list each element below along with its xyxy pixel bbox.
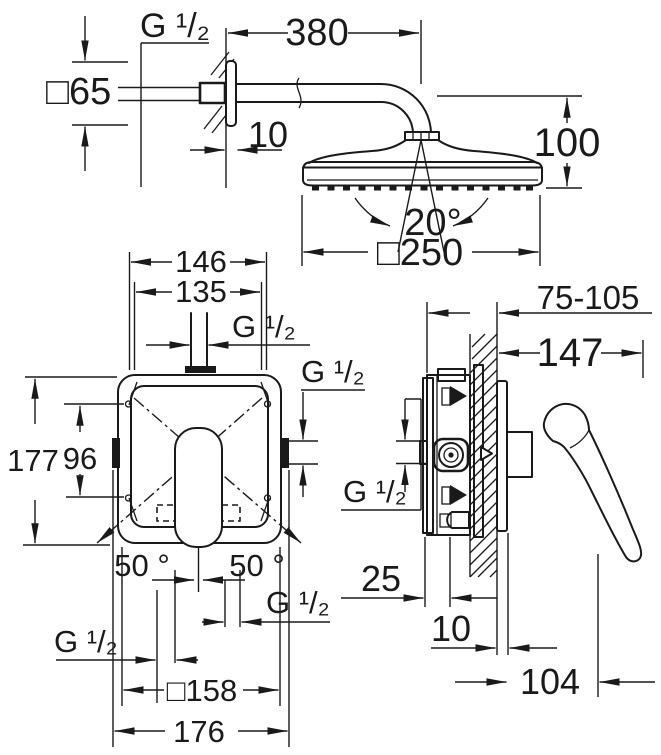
bottom-left-port xyxy=(156,504,176,522)
dim-install-depth: 75-105 xyxy=(426,279,652,373)
dim-handle-projection: 147 xyxy=(499,331,644,378)
label-bracket-depth: 25 xyxy=(361,558,401,599)
label-handle-depth: 104 xyxy=(520,661,580,702)
dim-side-port-thread: G ¹/₂ xyxy=(341,398,427,511)
dim-spray-angle: 20° xyxy=(354,139,489,253)
label-install-depth: 75-105 xyxy=(537,279,640,316)
lever-handle-front xyxy=(174,427,223,548)
label-width-mounting: 146 xyxy=(175,244,227,279)
dim-flange-size: □65 xyxy=(46,16,128,171)
dim-arm-length: 380 xyxy=(228,12,422,84)
label-spray-angle: 20° xyxy=(404,202,461,244)
mixer-front-view: 146 135 G ¹/₂ G ¹/₂ 177 xyxy=(7,244,365,749)
spray-nozzles xyxy=(312,186,533,191)
dim-bracket-depth: 25 xyxy=(341,537,497,607)
dim-right-port-thread: G ¹/₂ xyxy=(282,354,365,497)
dim-height-plate: 177 xyxy=(7,376,117,546)
shower-arm-outer xyxy=(235,83,432,135)
break-symbol xyxy=(296,77,302,109)
head-shower-view: G ¹/₂ 380 □65 10 100 xyxy=(46,7,600,274)
bottom-connector xyxy=(446,511,470,529)
label-swing-right: 50 ° xyxy=(229,548,285,583)
head-housing-left xyxy=(308,139,407,164)
label-swing-left: 50 ° xyxy=(114,548,170,583)
extension-lines-bottom xyxy=(112,470,290,747)
label-bottom-right-thread: G ¹/₂ xyxy=(266,585,330,620)
head-body xyxy=(302,161,543,187)
trim-plate xyxy=(496,380,508,532)
wall-fitting xyxy=(198,81,227,105)
dim-trim-thickness: 10 xyxy=(431,533,557,655)
label-right-port-thread: G ¹/₂ xyxy=(301,354,365,389)
dim-bottom-left-thread: G ¹/₂ xyxy=(54,624,198,664)
arm-flange xyxy=(225,60,237,127)
label-height-ports: 96 xyxy=(63,441,97,476)
label-width-overall: 176 xyxy=(173,714,225,749)
label-plate-size: □158 xyxy=(167,673,237,708)
label-trim-thickness: 10 xyxy=(431,608,471,649)
dim-swing-angles: 50 ° 50 ° xyxy=(114,548,285,584)
dim-width-mounting: 146 xyxy=(128,244,268,370)
label-bottom-left-thread: G ¹/₂ xyxy=(54,624,118,659)
dim-plate-size: □158 xyxy=(123,673,279,708)
corner-marks xyxy=(128,381,270,522)
handle-stem xyxy=(506,431,533,478)
head-housing-right xyxy=(437,139,538,164)
dim-handle-depth: 104 xyxy=(455,554,655,702)
dim-head-size: □250 xyxy=(301,195,541,274)
label-head-height: 100 xyxy=(534,121,601,165)
valve-body xyxy=(419,364,493,538)
lever-handle-side xyxy=(542,402,643,563)
dim-thread-top: G ¹/₂ xyxy=(140,7,210,187)
dim-top-port-thread: G ¹/₂ xyxy=(146,309,310,349)
shower-arm-inner xyxy=(235,101,414,135)
dim-width-overall: 176 xyxy=(114,714,288,749)
swing-line-left xyxy=(96,397,263,544)
swing-line-right xyxy=(133,397,302,544)
bottom-fitting-small xyxy=(439,513,452,528)
label-head-size: □250 xyxy=(377,232,463,274)
mixer-side-view: 75-105 147 G ¹/₂ 25 10 xyxy=(341,279,655,702)
bottom-right-port xyxy=(221,504,241,522)
label-flange-size: □65 xyxy=(46,71,111,113)
label-top-port-thread: G ¹/₂ xyxy=(232,309,296,344)
dim-height-ports: 96 xyxy=(63,403,124,498)
cartridge-section xyxy=(432,437,470,473)
fixing-screw-top xyxy=(441,386,467,406)
right-side-port xyxy=(281,438,289,468)
left-side-port xyxy=(112,438,120,468)
label-flange-thickness: 10 xyxy=(248,114,288,155)
label-height-plate: 177 xyxy=(7,443,59,478)
dim-width-inner: 135 xyxy=(133,274,263,370)
label-handle-projection: 147 xyxy=(537,331,604,375)
label-arm-length: 380 xyxy=(285,12,348,54)
dim-flange-thickness: 10 xyxy=(190,114,288,155)
plaster-depth-marker xyxy=(480,446,493,461)
fixing-screw-bottom xyxy=(441,485,467,505)
dim-bottom-right-thread: G ¹/₂ xyxy=(202,585,330,626)
label-width-inner: 135 xyxy=(175,274,227,309)
top-port xyxy=(185,312,216,373)
screw-holes xyxy=(124,400,272,502)
label-side-port-thread: G ¹/₂ xyxy=(343,474,407,509)
label-thread-top: G ¹/₂ xyxy=(140,7,210,45)
dim-head-height: 100 xyxy=(437,95,601,189)
head-collar xyxy=(404,131,440,141)
